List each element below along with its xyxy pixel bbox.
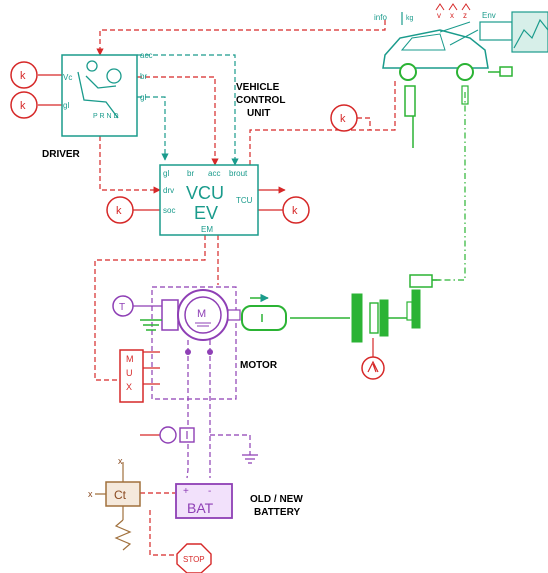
driver-shifter: P R N D <box>93 113 119 120</box>
stop-label: STOP <box>183 555 205 564</box>
env-link <box>439 21 479 46</box>
vcu-caption-1: VEHICLE <box>236 82 280 93</box>
vcu-port-gl: gl <box>163 169 169 178</box>
drv-line <box>99 136 161 194</box>
vcu-port-acc: acc <box>208 169 220 178</box>
ground-line <box>210 434 251 455</box>
motor-pin-minus <box>207 349 213 355</box>
battery-block[interactable]: + - BAT <box>175 483 233 519</box>
shaft-feedback-line <box>432 92 466 281</box>
driver-label: DRIVER <box>42 149 81 160</box>
gl-line <box>137 96 169 161</box>
vehicle-port-kg: kg <box>406 15 414 22</box>
k-constant-soc[interactable]: k <box>106 196 134 224</box>
em-feedback-line <box>94 235 206 381</box>
k-label-4: k <box>292 205 298 217</box>
thermal-ground-icon <box>140 319 162 331</box>
gearbox-icon <box>351 289 421 343</box>
info-signal-line <box>96 20 386 56</box>
env-port-z: z <box>463 11 467 20</box>
motor-label: MOTOR <box>240 360 278 371</box>
gearbox-block[interactable] <box>351 274 440 343</box>
motor-block[interactable]: M <box>151 286 241 400</box>
temperature-block[interactable]: T <box>112 295 162 317</box>
k-label-1: k <box>20 70 26 82</box>
mux-label-m: M <box>126 354 134 364</box>
k-constant-tcu[interactable]: k <box>282 196 310 224</box>
driver-k-lines <box>38 74 62 106</box>
environment-icon <box>511 11 548 53</box>
battery-plus: + <box>183 486 189 497</box>
br-line <box>137 76 219 166</box>
car-icon <box>382 29 513 81</box>
thermal-x-top: x <box>118 456 123 466</box>
env-label: Env <box>482 11 496 20</box>
vcu-port-em: EM <box>201 225 213 234</box>
thermal-label: Ct <box>114 488 127 502</box>
driver-port-gl-out: gl <box>140 93 146 102</box>
env-port-x: x <box>450 11 454 20</box>
k-label-3: k <box>116 205 122 217</box>
wheel-brake <box>404 85 416 117</box>
vehicle-block[interactable]: info kg <box>374 13 513 117</box>
vcu-port-soc: soc <box>163 206 175 215</box>
brout-line <box>249 80 396 165</box>
motor-plus-line <box>186 340 189 479</box>
vcu-block[interactable]: gl br acc brout drv soc TCU EM VCU EV <box>159 164 259 236</box>
acc-line <box>137 54 239 166</box>
k-constant-driver-gl[interactable]: k <box>10 91 38 119</box>
motor-symbol: M <box>197 308 206 320</box>
vcu-port-br: br <box>187 169 194 178</box>
battery-minus: - <box>208 486 211 497</box>
mux-label-x: X <box>126 382 132 392</box>
motor-icon: M <box>177 289 229 341</box>
stop-sign-icon[interactable]: STOP <box>176 543 212 573</box>
vcu-title-line2: EV <box>194 203 218 223</box>
k-constant-driver-vc[interactable]: k <box>10 61 38 89</box>
env-port-v: v <box>437 11 441 20</box>
vcu-port-brout: brout <box>229 169 248 178</box>
thermal-block[interactable]: Ct x x <box>88 456 141 520</box>
vehicle-k-line <box>357 117 371 130</box>
driver-seat-icon <box>77 60 122 119</box>
driver-port-br: br <box>140 72 147 81</box>
k-label-2: k <box>20 100 26 112</box>
motor-pin-plus <box>185 349 191 355</box>
driver-block[interactable]: Vc gl acc br gl P R N D DRIVER <box>42 51 152 160</box>
load-cylinder[interactable] <box>241 293 287 331</box>
battery-caption-2: BATTERY <box>254 507 300 518</box>
vcu-port-drv: drv <box>163 186 174 195</box>
vcu-caption-3: UNIT <box>247 108 270 119</box>
temperature-label: T <box>119 302 125 313</box>
current-sensor[interactable] <box>140 426 195 444</box>
thermal-x-left: x <box>88 489 93 499</box>
k-constant-vehicle[interactable]: k <box>330 104 358 132</box>
mux-label-u: U <box>126 368 133 378</box>
spring-icon <box>114 519 132 551</box>
driver-port-vc: Vc <box>63 73 72 82</box>
stop-line <box>149 510 180 556</box>
driver-port-acc: acc <box>140 51 152 60</box>
vcu-port-tcu: TCU <box>236 196 253 205</box>
environment-block[interactable]: v x z Env <box>435 3 548 53</box>
battery-label: BAT <box>187 500 214 516</box>
ground-icon <box>242 454 258 464</box>
vehicle-port-info: info <box>374 13 387 22</box>
k-label-5: k <box>340 113 346 125</box>
gear-ratio-block[interactable] <box>361 356 385 380</box>
battery-caption-1: OLD / NEW <box>250 494 303 505</box>
wheel-drive <box>461 85 469 105</box>
mux-block[interactable]: M U X <box>119 349 144 403</box>
vcu-caption-2: CONTROL <box>236 95 285 106</box>
mux-inputs <box>143 351 160 385</box>
driver-port-gl-in: gl <box>63 101 69 110</box>
vcu-title-line1: VCU <box>186 183 224 203</box>
